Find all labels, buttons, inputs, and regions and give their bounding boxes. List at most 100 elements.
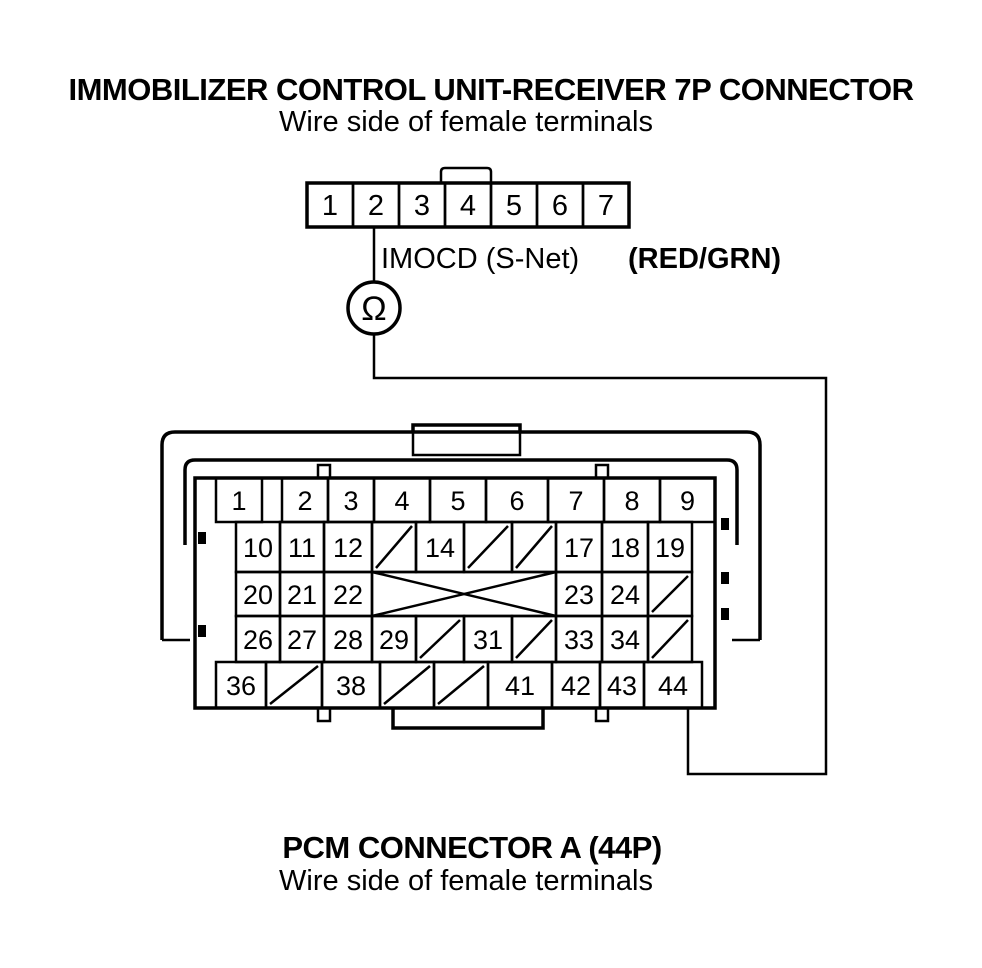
pcm-pin-27: 27: [278, 614, 326, 664]
pcm-pin-19: 19: [646, 520, 694, 574]
test-lead-wire: [372, 227, 828, 776]
pcm-pin-23: 23: [554, 570, 604, 618]
top-connector-lock-tab: [439, 166, 493, 183]
pcm-pin-unused: [378, 660, 436, 710]
pin-label: 28: [333, 625, 363, 655]
pcm-connector-title: PCM CONNECTOR A (44P): [282, 830, 661, 865]
pin-label: 11: [288, 533, 316, 563]
pcm-pin-7: 7: [546, 476, 606, 524]
pcm-pin-42: 42: [550, 660, 602, 710]
pin-label: 14: [425, 533, 455, 563]
top-pin-2: 2: [351, 181, 401, 229]
pcm-pin-unused: [370, 520, 418, 574]
pin-label: 24: [610, 580, 640, 610]
pin-label: 3: [343, 486, 358, 516]
pcm-pin-31: 31: [462, 614, 514, 664]
pin-label: 29: [379, 625, 409, 655]
pcm-pin-43: 43: [598, 660, 646, 710]
pcm-pin-1: 1: [214, 476, 264, 524]
pin-label: 1: [322, 190, 338, 222]
pin-label: 9: [680, 486, 695, 516]
pin-label: 6: [552, 190, 568, 222]
pcm-pin-unused: [432, 660, 490, 710]
pin-label: 3: [414, 190, 430, 222]
top-pin-6: 6: [535, 181, 585, 229]
pin-label: 7: [568, 486, 583, 516]
pin-label: 5: [506, 190, 522, 222]
pin-label: 23: [564, 580, 594, 610]
pin-label: 4: [460, 190, 476, 222]
pcm-pin-unused: [510, 614, 558, 664]
pcm-pin-10: 10: [234, 520, 282, 574]
pin-label: 18: [610, 533, 640, 563]
pin-label: 33: [564, 625, 594, 655]
pcm-pin-41: 41: [486, 660, 554, 710]
pin-label: 26: [243, 625, 273, 655]
pcm-pin-unused: [264, 660, 324, 710]
pin-label: 12: [333, 533, 363, 563]
pcm-pin-3: 3: [326, 476, 376, 524]
pcm-pin-unused: [510, 520, 558, 574]
top-connector-subtitle: Wire side of female terminals: [279, 106, 653, 138]
ohm-symbol: Ω: [361, 290, 386, 328]
pin-label: 4: [394, 486, 409, 516]
pcm-pin-17: 17: [554, 520, 604, 574]
pcm-pin-unused: [414, 614, 466, 664]
pin-label: 19: [655, 533, 685, 563]
top-pin-5: 5: [489, 181, 539, 229]
pin-label: 7: [598, 190, 614, 222]
pcm-pin-14: 14: [414, 520, 466, 574]
pcm-pin-24: 24: [600, 570, 650, 618]
pcm-pin-12: 12: [322, 520, 374, 574]
pcm-pin-9: 9: [658, 476, 717, 524]
top-connector-title: IMMOBILIZER CONTROL UNIT-RECEIVER 7P CON…: [68, 72, 913, 107]
pin-label: 1: [231, 486, 246, 516]
pcm-pin-2: 2: [280, 476, 330, 524]
pcm-pin-4: 4: [372, 476, 432, 524]
pcm-pin-29: 29: [370, 614, 418, 664]
pin-label: 41: [505, 671, 535, 701]
pin-label: 2: [368, 190, 384, 222]
pcm-pin-5: 5: [428, 476, 488, 524]
pcm-pin-21: 21: [278, 570, 326, 618]
pin-label: 43: [607, 671, 637, 701]
pcm-connector-key: [391, 708, 545, 730]
pin-label: 44: [658, 671, 688, 701]
pcm-connector-inner-frame: [183, 458, 739, 545]
pin-label: 38: [336, 671, 366, 701]
signal-name: IMOCD (S-Net): [381, 243, 579, 275]
pin-label: 6: [509, 486, 524, 516]
pcm-pin-28: 28: [322, 614, 374, 664]
pcm-pin-11: 11: [278, 520, 326, 574]
ohmmeter-icon: Ω: [346, 280, 402, 336]
pcm-connector-subtitle: Wire side of female terminals: [279, 865, 653, 897]
pin-label: 34: [610, 625, 640, 655]
pcm-pin-33: 33: [554, 614, 604, 664]
pin-label: 36: [226, 671, 256, 701]
top-pin-4: 4: [443, 181, 493, 229]
pin-label: 42: [561, 671, 591, 701]
pin-label: 17: [564, 533, 594, 563]
pcm-pin-22: 22: [322, 570, 374, 618]
pcm-connector-latch: [411, 423, 522, 457]
pcm-pin-38: 38: [320, 660, 382, 710]
pcm-pin-26: 26: [234, 614, 282, 664]
pin-label: 27: [287, 625, 317, 655]
pin-label: 31: [473, 625, 503, 655]
top-pin-7: 7: [581, 181, 631, 229]
pcm-pin-6: 6: [484, 476, 550, 524]
pcm-pin-unused: [462, 520, 514, 574]
pcm-pin-unused: [646, 570, 694, 618]
pcm-pin-18: 18: [600, 520, 650, 574]
pin-label: 2: [297, 486, 312, 516]
pcm-pin-8: 8: [602, 476, 662, 524]
pcm-pin-20: 20: [234, 570, 282, 618]
pcm-pin-34: 34: [600, 614, 650, 664]
pin-label: 8: [624, 486, 639, 516]
pin-label: 21: [287, 580, 317, 610]
pcm-pin-unused: [646, 614, 694, 664]
